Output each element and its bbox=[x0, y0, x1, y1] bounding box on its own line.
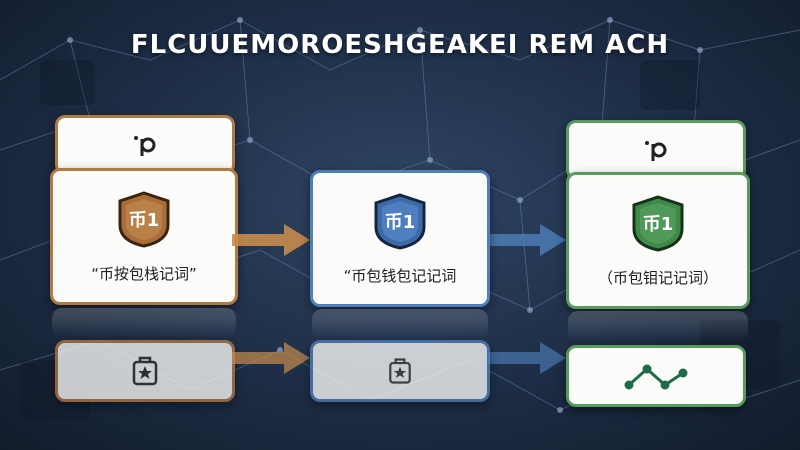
p-key-icon bbox=[645, 141, 667, 161]
bottom-left-card[interactable] bbox=[55, 340, 235, 402]
page-title: FLCUUEMOROESHGEAKEI REM ACH bbox=[130, 30, 670, 60]
star-bag-icon bbox=[389, 358, 411, 384]
brown-badge-text: 币1 bbox=[129, 210, 160, 231]
green-card-reflection bbox=[568, 311, 748, 341]
blue-coin-badge-icon: 币1 bbox=[374, 193, 426, 250]
right-arrow-icon bbox=[232, 224, 310, 256]
right-arrow-icon bbox=[488, 342, 566, 374]
green-main-card[interactable]: 币1 （币包钼记记词） bbox=[566, 172, 750, 309]
right-arrow-icon bbox=[488, 224, 566, 256]
green-card-label: （币包钼记记词） bbox=[597, 269, 718, 287]
top-left-card[interactable] bbox=[55, 115, 235, 175]
bottom-right-card[interactable] bbox=[566, 345, 746, 407]
right-arrow-icon bbox=[232, 342, 310, 374]
green-coin-badge-icon: 币1 bbox=[632, 195, 684, 252]
blue-card-label: “币包钱包记记词 bbox=[343, 267, 457, 285]
top-right-card[interactable] bbox=[566, 120, 746, 180]
brown-main-card[interactable]: 币1 “币按包栈记词” bbox=[50, 168, 238, 305]
network-nodes-icon bbox=[624, 364, 688, 390]
brown-coin-badge-icon: 币1 bbox=[118, 191, 170, 248]
bottom-middle-card[interactable] bbox=[310, 340, 490, 402]
brown-card-reflection bbox=[52, 308, 236, 338]
blue-main-card[interactable]: 币1 “币包钱包记记词 bbox=[310, 170, 490, 307]
blue-card-reflection bbox=[312, 309, 488, 339]
brown-card-label: “币按包栈记词” bbox=[91, 265, 197, 283]
star-bag-icon bbox=[132, 356, 158, 386]
blue-badge-text: 币1 bbox=[385, 212, 416, 233]
p-key-icon bbox=[134, 136, 156, 156]
green-badge-text: 币1 bbox=[643, 214, 674, 235]
